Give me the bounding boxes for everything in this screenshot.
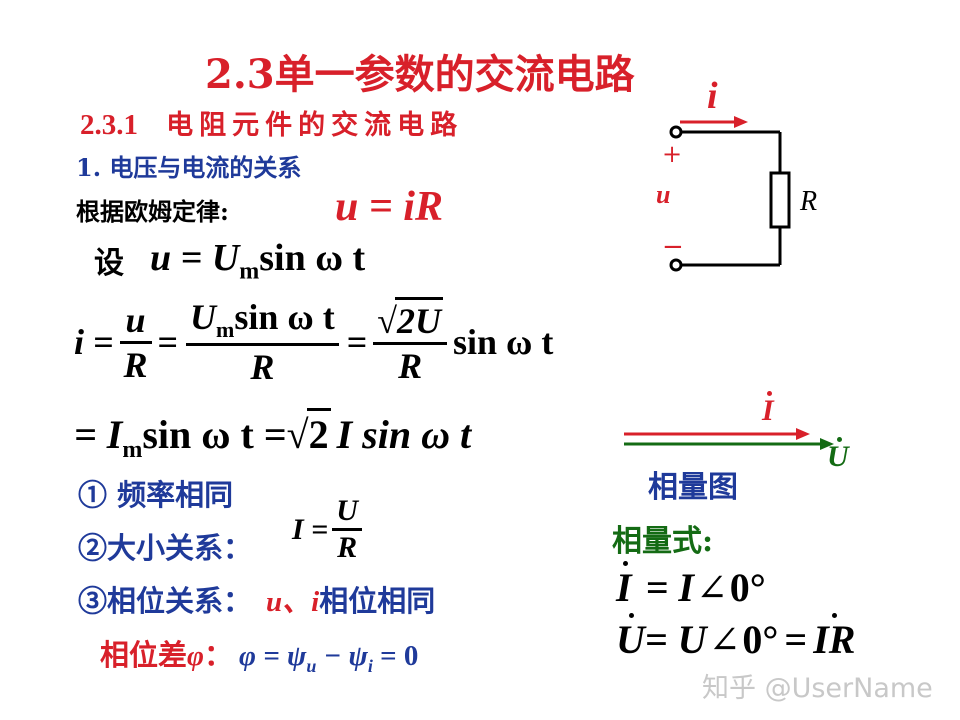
item-phase: ③相位关系： u、i相位相同: [78, 578, 435, 620]
subsection-heading: 1. 电压与电流的关系: [76, 153, 302, 182]
eq-im-tail: I sin ω t: [336, 412, 472, 457]
voltage-formula-sub: m: [239, 258, 260, 285]
phasor-I-label: I: [762, 391, 774, 428]
eq-tail: sin ω t: [453, 322, 554, 363]
sqrt-icon: √: [286, 412, 309, 457]
phase-diff-end: = 0: [372, 640, 419, 672]
fraction-um-sub: m: [216, 317, 235, 343]
circuit-resistor-label: R: [800, 186, 818, 217]
phasor-form-label: 相量式:: [612, 524, 714, 559]
top-terminal-icon: [669, 125, 683, 139]
fraction-u-over-R: u R: [119, 299, 152, 386]
phasor-I-arrowhead-icon: [796, 428, 810, 440]
phase-diff-label: 相位差: [100, 638, 188, 672]
phasor-U-symbol: U: [827, 437, 849, 473]
circuit-minus-sign: −: [662, 232, 684, 262]
fraction-denominator: R: [186, 343, 339, 388]
item-magnitude: ②大小关系：: [78, 531, 253, 565]
item-frequency: ① 频率相同: [78, 478, 234, 512]
phasor-U-label: U: [827, 437, 849, 474]
eq-im-mid: sin ω t =: [142, 412, 287, 457]
sqrt-content: 2: [306, 408, 331, 458]
phasor-I-equation: I = I∠0°: [616, 561, 766, 611]
item-phase-tail: 相位相同: [319, 584, 436, 618]
current-equation: i = u R = Umsin ω t R = √2U R sin ω t: [74, 296, 553, 388]
angle-icon: ∠: [695, 568, 728, 610]
section-number: 2.3.1: [80, 109, 138, 141]
phasor-U-arrowhead-icon: [820, 438, 834, 450]
fraction-denominator: R: [332, 528, 362, 565]
resistor-icon: [769, 171, 791, 229]
set-label: 设: [94, 246, 124, 281]
eq-i-lhs: i =: [74, 322, 114, 363]
bottom-terminal-icon: [669, 258, 683, 272]
magnitude-formula: I = U R: [292, 494, 362, 565]
phase-diff-colon: ：: [203, 638, 233, 672]
eq-equals: =: [346, 322, 368, 363]
fraction-um: U: [190, 297, 217, 337]
phase-diff-sub-u: u: [306, 655, 317, 676]
phase-difference: 相位差φ：φ = ψu − ψi = 0: [100, 632, 418, 677]
phasor-diagram: [624, 428, 834, 450]
eq-im-lhs: = I: [74, 412, 123, 457]
fraction-U-over-R: U R: [332, 494, 362, 565]
page-title: 2.3单一参数的交流电路: [205, 51, 635, 98]
sqrt-icon: √: [377, 301, 397, 342]
phasor-U-eq: = U: [644, 617, 707, 662]
fraction-denominator: R: [119, 340, 152, 386]
ohm-law-label: 根据欧姆定律:: [76, 197, 229, 226]
phasor-I-symbol: I: [762, 391, 774, 427]
circuit-current-label: i: [707, 75, 718, 117]
eq-im-sub: m: [122, 437, 143, 463]
phase-diff-formula: φ = ψ: [239, 640, 307, 672]
circuit-plus-sign: +: [662, 140, 683, 168]
watermark: 知乎 @UserName: [702, 673, 933, 704]
voltage-formula-rhs: sin ω t: [259, 237, 366, 279]
phasor-U-equation: U= U∠0°=IR: [616, 613, 856, 663]
voltage-formula: u = Umsin ω t: [150, 236, 365, 286]
phasor-I-eq: = I: [645, 565, 694, 610]
phasor-I-lhs: I: [616, 561, 632, 610]
phasor-U-angle: 0°: [742, 617, 779, 662]
phase-diff-phi: φ: [187, 640, 204, 672]
magnitude-lhs: I =: [292, 512, 329, 546]
eq-equals: =: [157, 322, 179, 363]
phase-diff-minus: − ψ: [316, 640, 368, 672]
phasor-U-lhs: U: [616, 613, 645, 662]
section-heading: 2.3.1 电阻元件的交流电路: [80, 103, 463, 142]
fraction-sinwt: sin ω t: [234, 297, 335, 337]
phasor-I-angle: 0°: [729, 565, 766, 610]
phasor-U-rhs-eq: =: [784, 617, 808, 662]
resistor-circuit-diagram: [669, 116, 791, 272]
angle-icon: ∠: [708, 620, 741, 662]
fraction-um-sin-over-R: Umsin ω t R: [186, 296, 339, 388]
phasor-caption: 相量图: [648, 470, 738, 505]
ohm-law-formula: u = iR: [335, 184, 443, 230]
phasor-U-rhs: IR: [813, 613, 856, 662]
section-title: 电阻元件的交流电路: [166, 110, 464, 141]
fraction-numerator: u: [125, 299, 146, 340]
voltage-formula-lhs: u = U: [150, 237, 240, 279]
sqrt-content: 2U: [395, 297, 443, 342]
phase-diff-sub-i: i: [367, 655, 373, 676]
fraction-numerator: U: [336, 494, 358, 527]
item-phase-label: ③相位关系：: [78, 584, 253, 618]
item-phase-vars: u、i: [266, 586, 320, 618]
circuit-voltage-label: u: [656, 180, 671, 209]
current-arrowhead-icon: [734, 116, 748, 128]
fraction-sqrt2U-over-R: √2U R: [373, 297, 447, 387]
fraction-denominator: R: [373, 342, 447, 387]
